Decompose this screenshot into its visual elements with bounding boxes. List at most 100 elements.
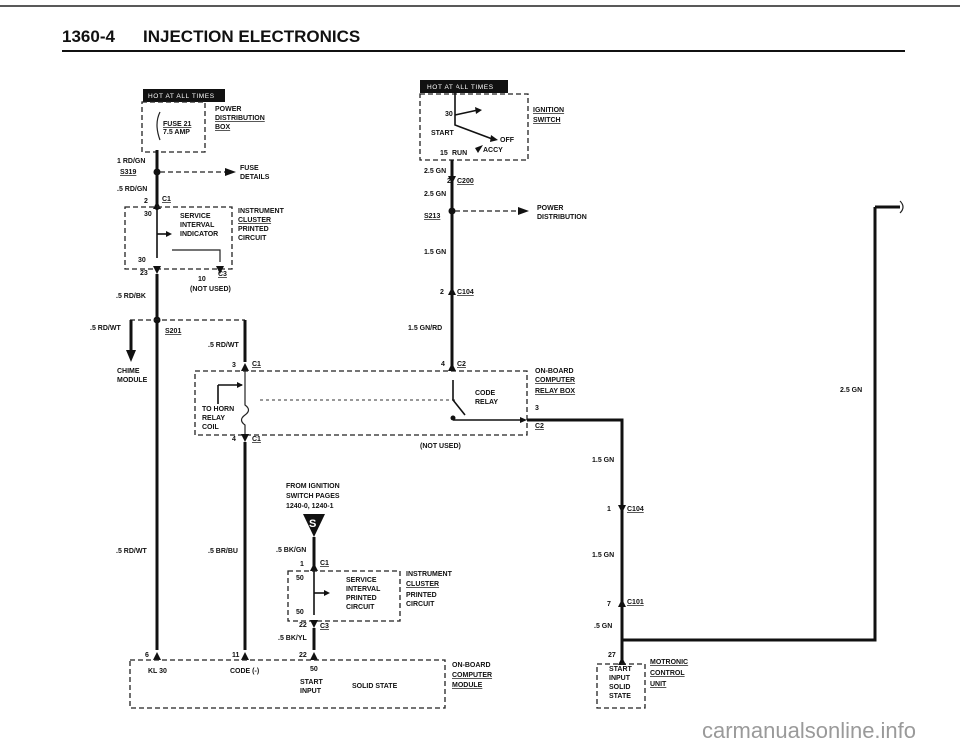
svg-text:CONTROL: CONTROL [650, 670, 685, 677]
svg-text:1: 1 [607, 506, 611, 513]
svg-text:START: START [431, 130, 455, 137]
horn-relay-coil [240, 371, 250, 435]
svg-text:C2: C2 [535, 423, 544, 430]
splice-s213 [448, 207, 456, 215]
svg-text:INPUT: INPUT [609, 675, 631, 682]
svg-text:C104: C104 [627, 506, 644, 513]
svg-text:INDICATOR: INDICATOR [180, 231, 218, 238]
svg-text:30: 30 [144, 211, 152, 218]
svg-text:CLUSTER: CLUSTER [406, 581, 439, 588]
svg-text:23: 23 [140, 270, 148, 277]
instrument-cluster-2 [287, 570, 401, 622]
svg-text:INPUT: INPUT [300, 688, 322, 695]
svg-text:S213: S213 [424, 213, 440, 220]
svg-text:ON-BOARD: ON-BOARD [452, 662, 491, 669]
svg-text:SERVICE: SERVICE [180, 213, 211, 220]
motronic-control-unit [596, 663, 646, 709]
svg-text:TO HORN: TO HORN [202, 406, 234, 413]
wire-gn-right [527, 207, 877, 642]
svg-text:C3: C3 [320, 623, 329, 630]
svg-text:.5 BK/YL: .5 BK/YL [278, 635, 308, 642]
svg-text:MODULE: MODULE [117, 377, 148, 384]
svg-text:1.5 GN: 1.5 GN [592, 457, 614, 464]
svg-text:UNIT: UNIT [650, 681, 667, 688]
arrow-chime [126, 350, 136, 362]
svg-text:C2: C2 [457, 361, 466, 368]
svg-text:INSTRUMENT: INSTRUMENT [238, 208, 285, 215]
svg-text:SERVICE: SERVICE [346, 577, 377, 584]
svg-text:BOX: BOX [215, 124, 231, 131]
svg-text:.5 GN: .5 GN [594, 623, 612, 630]
svg-text:PRINTED: PRINTED [406, 592, 437, 599]
svg-text:(NOT USED): (NOT USED) [420, 443, 461, 450]
svg-text:22: 22 [299, 652, 307, 659]
svg-text:ON-BOARD: ON-BOARD [535, 368, 574, 375]
fuse-symbol [156, 111, 161, 141]
svg-text:4: 4 [441, 361, 445, 368]
svg-text:15: 15 [440, 150, 448, 157]
svg-text:POWER: POWER [537, 205, 563, 212]
svg-text:2.5 GN: 2.5 GN [424, 191, 446, 198]
svg-text:.5 BK/GN: .5 BK/GN [276, 547, 306, 554]
section-number: 1360-4 [62, 27, 115, 46]
svg-text:C200: C200 [457, 178, 474, 185]
svg-text:1240-0, 1240-1: 1240-0, 1240-1 [286, 503, 334, 510]
svg-text:C3: C3 [218, 271, 227, 278]
svg-text:COMPUTER: COMPUTER [535, 377, 575, 384]
svg-text:FUSE: FUSE [240, 165, 259, 172]
svg-text:OFF: OFF [500, 137, 515, 144]
code-relay-switch [452, 380, 466, 416]
svg-text:START: START [300, 679, 324, 686]
svg-text:COIL: COIL [202, 424, 219, 431]
svg-text:RELAY: RELAY [475, 399, 498, 406]
fuse-label: FUSE 21 [163, 121, 192, 128]
hot-badge-left [143, 89, 225, 102]
svg-text:S: S [309, 518, 316, 530]
on-board-computer-module [129, 659, 446, 709]
svg-text:STATE: STATE [609, 693, 631, 700]
svg-text:CLUSTER: CLUSTER [238, 217, 271, 224]
svg-text:1: 1 [300, 561, 304, 568]
ignition-switch-arm [454, 90, 496, 141]
svg-text:DISTRIBUTION: DISTRIBUTION [537, 214, 587, 221]
svg-text:.5 RD/GN: .5 RD/GN [117, 186, 147, 193]
relay-box [194, 370, 528, 436]
svg-text:CODE (-): CODE (-) [230, 668, 259, 675]
svg-text:SOLID STATE: SOLID STATE [352, 683, 398, 690]
svg-text:30: 30 [138, 257, 146, 264]
svg-text:CIRCUIT: CIRCUIT [238, 235, 267, 242]
svg-text:PRINTED: PRINTED [346, 595, 377, 602]
svg-text:27: 27 [608, 652, 616, 659]
svg-text:ACCY: ACCY [483, 147, 503, 154]
splice-s319 [153, 168, 161, 176]
svg-text:MOTRONIC: MOTRONIC [650, 659, 688, 666]
svg-text:IGNITION: IGNITION [533, 107, 564, 114]
svg-text:RUN: RUN [452, 150, 467, 157]
hot-badge-right [420, 80, 508, 93]
watermark: carmanualsonline.info [702, 718, 916, 743]
fuse-box [141, 101, 206, 153]
svg-text:C101: C101 [627, 599, 644, 606]
svg-text:COMPUTER: COMPUTER [452, 672, 492, 679]
svg-text:PRINTED: PRINTED [238, 226, 269, 233]
svg-text:INTERVAL: INTERVAL [346, 586, 381, 593]
svg-text:7: 7 [607, 601, 611, 608]
svg-text:POWER: POWER [215, 106, 241, 113]
svg-text:11: 11 [232, 652, 240, 659]
svg-text:C1: C1 [320, 560, 329, 567]
ignition-switch [419, 93, 529, 161]
svg-text:KL 30: KL 30 [148, 668, 167, 675]
svg-text:SOLID: SOLID [609, 684, 630, 691]
svg-text:.5 RD/WT: .5 RD/WT [90, 325, 121, 332]
svg-text:50: 50 [296, 575, 304, 582]
svg-text:SWITCH PAGES: SWITCH PAGES [286, 493, 340, 500]
svg-text:DETAILS: DETAILS [240, 174, 270, 181]
svg-text:CHIME: CHIME [117, 368, 140, 375]
svg-text:10: 10 [198, 276, 206, 283]
svg-text:MODULE: MODULE [452, 682, 483, 689]
svg-text:2.5 GN: 2.5 GN [840, 387, 862, 394]
svg-text:.5 RD/WT: .5 RD/WT [208, 342, 239, 349]
svg-text:1.5 GN: 1.5 GN [424, 249, 446, 256]
svg-text:C1: C1 [252, 361, 261, 368]
